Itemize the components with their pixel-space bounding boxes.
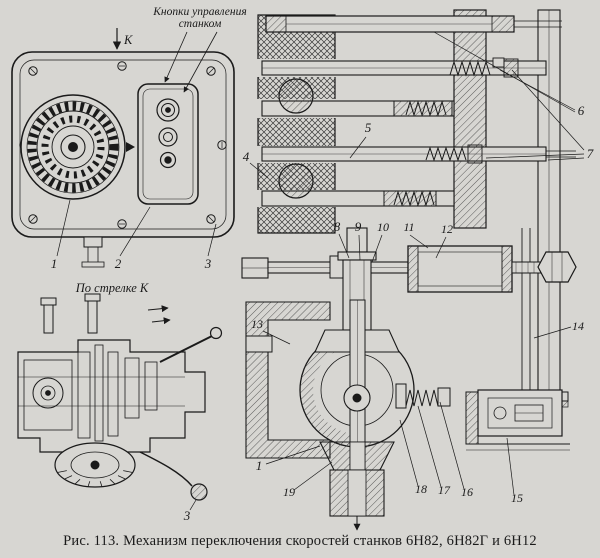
- pushbutton-middle: [158, 127, 178, 147]
- top-annotation-line1: Кнопки управления: [152, 6, 246, 18]
- pushbutton-panel: [137, 83, 199, 205]
- figure-caption: Рис. 113. Механизм переключения скоросте…: [63, 533, 537, 549]
- part-label-7: 7: [587, 146, 594, 161]
- top-rail: [265, 15, 562, 33]
- part-label-8: 8: [334, 219, 341, 234]
- ribbed-knob: [54, 442, 136, 488]
- dial-pointer: [126, 142, 135, 152]
- part-label-17: 17: [438, 483, 451, 497]
- part-label-16: 16: [461, 485, 473, 499]
- annotation-arrows: [164, 31, 218, 93]
- part-label-4: 4: [243, 149, 250, 164]
- arrow-k-label: К: [123, 33, 133, 47]
- central-shaft-assembly: [299, 227, 415, 531]
- leader-lines: [249, 31, 585, 496]
- hex-nut: [537, 251, 577, 283]
- part-label-14: 14: [572, 319, 584, 333]
- speed-dial: [20, 94, 126, 200]
- part-label-front-1: 1: [51, 256, 58, 271]
- actuator-assembly: [241, 245, 577, 293]
- part-label-12: 12: [441, 222, 453, 236]
- part-label-front-3: 3: [204, 256, 212, 271]
- labels: Кнопки управления станком К По стрелке К…: [51, 6, 594, 549]
- detent-ball-lower: [278, 163, 314, 199]
- part-label-front-2: 2: [115, 256, 122, 271]
- limit-switch-box: [465, 389, 570, 451]
- shifter-shaft-2: [261, 100, 455, 117]
- part-label-13: 13: [251, 317, 263, 331]
- part-label-11: 11: [403, 220, 414, 234]
- part-label-15: 15: [511, 491, 523, 505]
- mounting-screws: [19, 61, 227, 229]
- part-label-6: 6: [578, 103, 585, 118]
- shifter-shaft-4: [261, 190, 455, 207]
- part-label-side-3: 3: [183, 508, 191, 523]
- part-label-19: 19: [283, 485, 295, 499]
- section-view: [241, 9, 585, 531]
- part-label-10: 10: [377, 220, 389, 234]
- shifter-shaft-1: [261, 57, 547, 78]
- front-view: [11, 51, 235, 268]
- pushbutton-top: [156, 98, 180, 122]
- part-label-section-1: 1: [256, 458, 263, 473]
- shifter-shaft-3: [261, 144, 576, 164]
- top-annotation-line2: станком: [179, 18, 222, 30]
- side-view: [17, 293, 223, 511]
- lower-spring-assembly: [395, 383, 451, 409]
- part-label-9: 9: [355, 219, 362, 234]
- side-view-title: По стрелке К: [75, 281, 149, 295]
- part-label-18: 18: [415, 482, 427, 496]
- detent-ball: [190, 483, 208, 501]
- part-label-5: 5: [365, 120, 372, 135]
- pushbutton-bottom: [159, 151, 177, 169]
- detent-ball-upper: [278, 78, 314, 114]
